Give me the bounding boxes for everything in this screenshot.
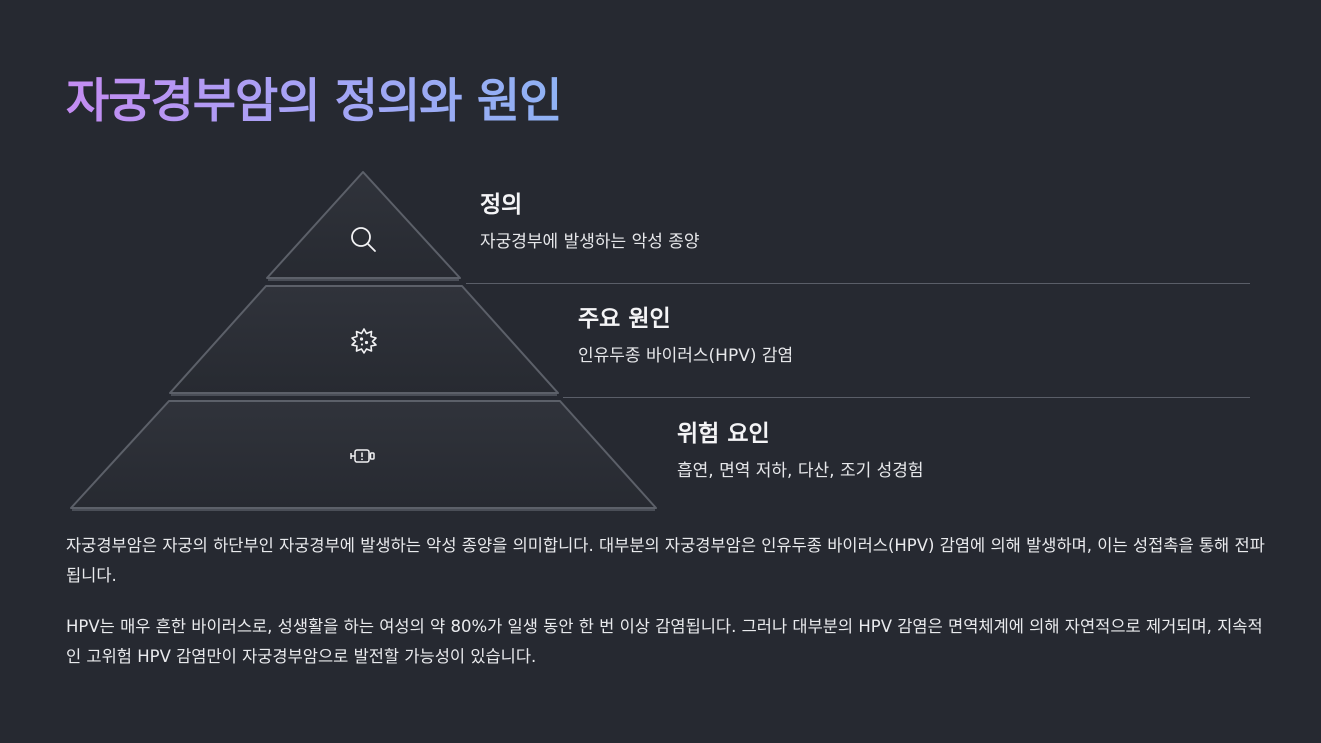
tier-description: 인유두종 바이러스(HPV) 감염 bbox=[578, 346, 794, 366]
body-paragraph-1: 자궁경부암은 자궁의 하단부인 자궁경부에 발생하는 악성 종양을 의미합니다.… bbox=[66, 536, 1265, 585]
tier-heading: 정의 bbox=[480, 192, 523, 218]
tier-heading: 위험 요인 bbox=[677, 421, 770, 447]
pyramid-tier-middle bbox=[169, 285, 559, 394]
pyramid-tier-top bbox=[266, 171, 461, 279]
tier-description: 자궁경부에 발생하는 악성 종양 bbox=[480, 232, 700, 252]
divider-tier-2 bbox=[563, 397, 1250, 398]
tier-main-cause: 주요 원인 인유두종 바이러스(HPV) 감염 bbox=[578, 304, 793, 368]
virus-gear-icon bbox=[351, 328, 377, 354]
tier-risk-factors: 위험 요인 흡연, 면역 저하, 다산, 조기 성경험 bbox=[677, 419, 924, 483]
engine-warning-icon bbox=[350, 449, 375, 463]
tier-definition: 정의 자궁경부에 발생하는 악성 종양 bbox=[480, 190, 700, 254]
tier-heading: 주요 원인 bbox=[578, 306, 671, 332]
body-paragraph-2: HPV는 매우 흔한 바이러스로, 성생활을 하는 여성의 약 80%가 일생 … bbox=[66, 617, 1263, 666]
divider-tier-1 bbox=[466, 283, 1250, 284]
tier-description: 흡연, 면역 저하, 다산, 조기 성경험 bbox=[677, 461, 924, 481]
page-title: 자궁경부암의 정의와 원인 bbox=[66, 70, 562, 134]
pyramid-tier-bottom bbox=[70, 400, 657, 509]
search-icon bbox=[351, 227, 376, 252]
